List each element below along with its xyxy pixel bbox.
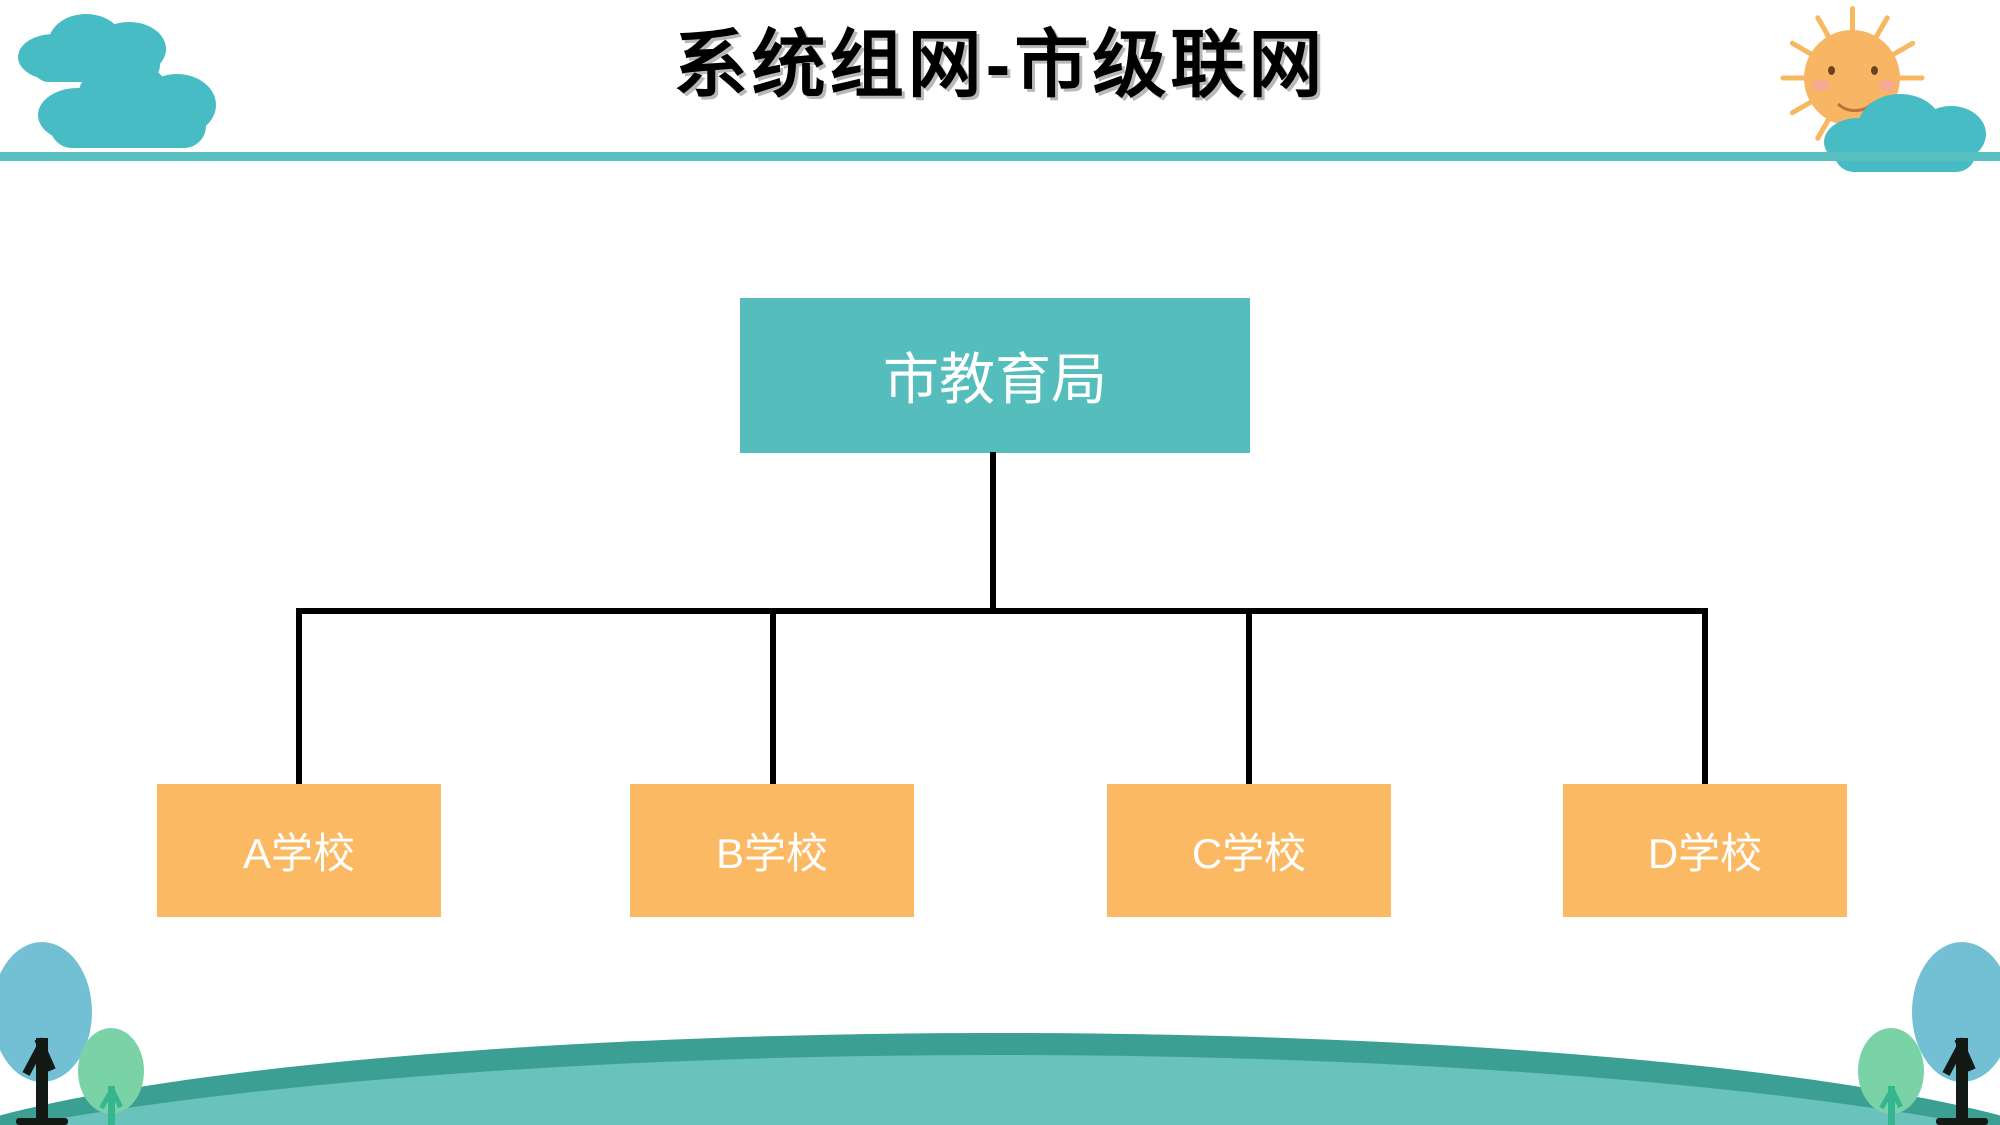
org-node-school-c-label: C学校 bbox=[1191, 830, 1307, 877]
connector-drop-d bbox=[1702, 608, 1708, 786]
cloud-top-left-large-icon bbox=[38, 58, 218, 148]
connector-root-stem bbox=[990, 452, 996, 614]
org-node-school-d[interactable]: D学校 bbox=[1563, 784, 1847, 917]
page-title: 系统组网-市级联网 bbox=[673, 23, 1327, 106]
header-divider bbox=[0, 152, 2000, 161]
org-node-root[interactable]: 市教育局 bbox=[740, 298, 1250, 453]
org-node-school-c[interactable]: C学校 bbox=[1107, 784, 1391, 917]
connector-drop-b bbox=[770, 608, 776, 786]
org-node-school-b-label: B学校 bbox=[715, 830, 828, 877]
tree-bottom-right-small-icon bbox=[1858, 1028, 1930, 1125]
tree-bottom-left-large-icon bbox=[0, 942, 102, 1125]
tree-bottom-right-large-icon bbox=[1912, 942, 2000, 1125]
org-node-school-a-label: A学校 bbox=[242, 830, 355, 877]
tree-bottom-left-small-icon bbox=[78, 1028, 150, 1125]
slide-header bbox=[0, 0, 2000, 160]
org-node-school-d-label: D学校 bbox=[1647, 830, 1763, 877]
org-node-root-label: 市教育局 bbox=[883, 348, 1107, 411]
org-node-school-a[interactable]: A学校 bbox=[157, 784, 441, 917]
org-node-school-b[interactable]: B学校 bbox=[630, 784, 914, 917]
connector-drop-a bbox=[296, 608, 302, 786]
connector-horizontal-bus bbox=[296, 608, 1708, 614]
connector-drop-c bbox=[1246, 608, 1252, 786]
